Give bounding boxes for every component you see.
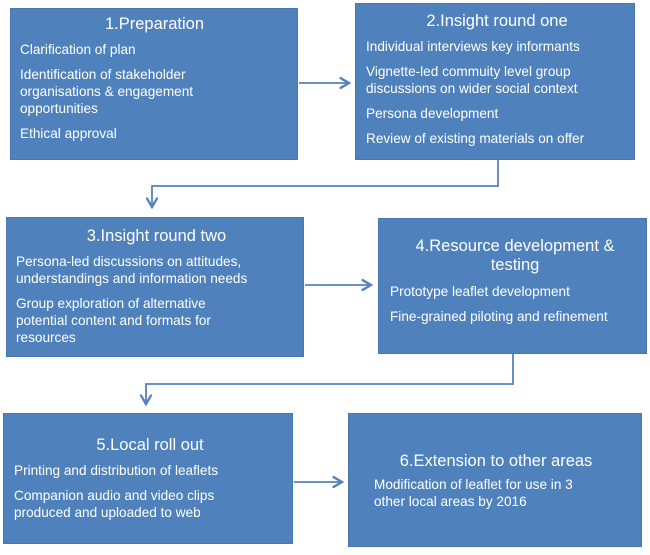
box-item: Fine-grained piloting and refinement bbox=[390, 308, 608, 324]
box-item: Persona development bbox=[366, 106, 499, 121]
box-title: 2.Insight round one bbox=[426, 12, 568, 30]
box-item: Companion audio and video clips produced… bbox=[14, 488, 215, 521]
box-item: Identification of stakeholder organisati… bbox=[20, 67, 194, 116]
box-title: 4.Resource development & testing bbox=[415, 237, 615, 275]
box-item: Group exploration of alternative potenti… bbox=[16, 296, 211, 345]
box-title: 3.Insight round two bbox=[86, 227, 227, 245]
box-title: 5.Local roll out bbox=[96, 436, 204, 454]
flow-box-insight-round-one: 2.Insight round one Individual interview… bbox=[355, 3, 635, 160]
flow-box-resource-development: 4.Resource development & testing Prototy… bbox=[378, 218, 647, 354]
box-item: Ethical approval bbox=[20, 125, 117, 141]
box-item: Printing and distribution of leaflets bbox=[14, 463, 219, 479]
box-item: Individual interviews key informants bbox=[366, 39, 580, 55]
flow-box-local-roll-out: 5.Local roll out Printing and distributi… bbox=[3, 413, 293, 544]
flow-box-extension-other-areas: 6.Extension to other areas Modification … bbox=[348, 413, 642, 547]
box-item: Prototype leaflet development bbox=[390, 283, 570, 299]
arrow-2-to-3-icon bbox=[145, 160, 499, 210]
box-item: Persona-led discussions on attitudes, un… bbox=[16, 254, 248, 287]
box-item: Clarification of plan bbox=[20, 42, 136, 58]
box-title: 6.Extension to other areas bbox=[399, 452, 593, 470]
box-item: Modification of leaflet for use in 3 oth… bbox=[374, 477, 573, 510]
flow-box-insight-round-two: 3.Insight round two Persona-led discussi… bbox=[6, 217, 304, 357]
box-title: 1.Preparation bbox=[104, 15, 205, 33]
flow-box-preparation: 1.Preparation Clarification of plan Iden… bbox=[10, 8, 298, 160]
box-item: Vignette-led commuity level group discus… bbox=[366, 64, 578, 97]
arrow-4-to-5-icon bbox=[139, 354, 514, 407]
box-item: Review of existing materials on offer bbox=[366, 130, 585, 146]
